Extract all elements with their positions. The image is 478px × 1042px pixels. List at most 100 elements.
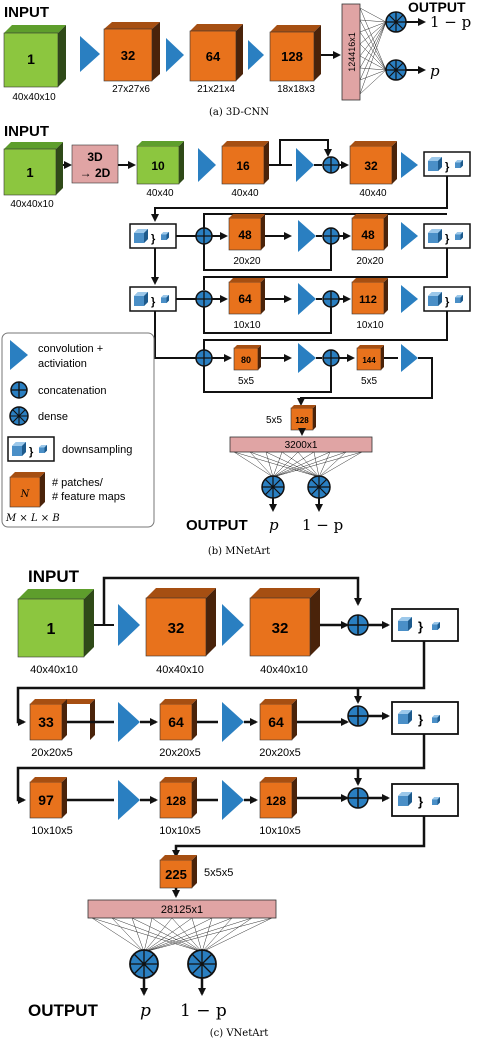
panel-a-block-1-value: 1	[27, 51, 35, 67]
panel-b-legend: convolution + activiation concatenation …	[1, 332, 155, 528]
panel-b-block-64: 64	[228, 278, 265, 315]
panel-b-block-16-value: 16	[236, 159, 250, 173]
legend-conv-label-2: activiation	[38, 358, 87, 370]
panel-a-block-1: 1	[3, 25, 66, 88]
panel-c-block-33-main: 33	[29, 699, 67, 741]
panel-c-block-225-dim: 5x5x5	[204, 867, 233, 879]
panel-c-block-64a-dim: 20x20x5	[159, 747, 201, 759]
panel-b-block-16: 16	[221, 141, 269, 185]
panel-b-3d-to-2d	[71, 144, 119, 184]
panel-b-flatten	[229, 436, 373, 453]
panel-b-block-10: 10	[136, 141, 184, 185]
panel-c-block-1: 1	[17, 589, 94, 658]
panel-b-block-48a-dim: 20x20	[233, 256, 261, 267]
panel-b-block-144-value: 144	[362, 356, 376, 365]
panel-a-block-3-dim: 21x21x4	[197, 84, 235, 95]
panel-b-3d-bottom: → 2D	[80, 166, 111, 180]
panel-b-block-64-dim: 10x10	[233, 320, 261, 331]
svg-text:}: }	[29, 446, 34, 458]
panel-a-caption: (a) 3D-CNN	[209, 107, 269, 118]
panel-c-flatten	[87, 899, 277, 919]
panel-b-flatten-label: 3200x1	[285, 440, 318, 451]
panel-a-block-2: 32	[103, 22, 160, 82]
panel-c-out-right: 1 − p	[180, 1001, 227, 1021]
panel-c-block-128a: 128	[159, 777, 197, 819]
panel-b-block-128-value: 128	[295, 416, 309, 425]
legend-patch-label-2: # feature maps	[52, 491, 126, 503]
legend-dense-icon	[9, 406, 29, 426]
panel-b-fc-lines	[233, 451, 363, 478]
panel-c-out-left: p	[140, 1001, 151, 1021]
panel-b-dense-left	[261, 475, 285, 499]
panel-c-block-64b: 64	[259, 699, 297, 741]
legend-down-label: downsampling	[62, 444, 132, 456]
panel-b-block-80-dim: 5x5	[238, 376, 255, 387]
panel-b-output-label: OUTPUT	[186, 517, 248, 534]
legend-dense-label: dense	[38, 411, 68, 423]
panel-b-input-dim: 40x40x10	[10, 199, 54, 210]
panel-c-block-128a-dim: 10x10x5	[159, 825, 201, 837]
panel-b-concat-6	[195, 349, 213, 367]
panel-b-block-16-dim: 40x40	[231, 188, 259, 199]
panel-a-out-top: 1 − p	[430, 13, 471, 31]
panel-c-input-label: INPUT	[28, 567, 80, 586]
svg-text:}: }	[418, 619, 423, 634]
panel-b-conv-6	[298, 283, 316, 315]
panel-a-block-3: 64	[189, 24, 243, 82]
panel-b-block-48a-value: 48	[238, 228, 252, 242]
panel-c-dense-left	[129, 949, 159, 979]
panel-a-input-label: INPUT	[4, 4, 49, 21]
panel-b-concat-7	[322, 349, 340, 367]
panel-a-flatten-label: 124416x1	[347, 32, 357, 72]
panel-b-block-64-value: 64	[238, 292, 252, 306]
panel-b-conv-8	[298, 343, 316, 373]
panel-c-block-33-value: 33	[38, 714, 54, 730]
panel-b-block-80: 80	[233, 345, 261, 371]
panel-c-block-64a-value: 64	[168, 714, 184, 730]
panel-b-block-32-dim: 40x40	[359, 188, 387, 199]
svg-text:}: }	[151, 233, 156, 245]
panel-a-dense-top	[385, 11, 407, 33]
svg-text:}: }	[151, 296, 156, 308]
panel-c-fc-lines	[91, 917, 273, 953]
panel-a-conv-arrow-3	[248, 40, 264, 70]
panel-a-flatten	[341, 3, 361, 101]
panel-a-block-3-value: 64	[206, 49, 221, 64]
panel-c-block-128b: 128	[259, 777, 297, 819]
panel-c-conv-2	[222, 604, 244, 646]
panel-b-conv-7	[401, 285, 418, 313]
panel-c-block-64b-dim: 20x20x5	[259, 747, 301, 759]
panel-a-dense-bottom	[385, 59, 407, 81]
panel-b-block-112-dim: 10x10	[356, 320, 384, 331]
panel-b-block-128-dim: 5x5	[266, 415, 283, 426]
panel-b-block-10-value: 10	[151, 159, 165, 173]
panel-c-flatten-label: 28125x1	[161, 904, 203, 916]
panel-a-block-4-dim: 18x18x3	[277, 84, 315, 95]
legend-patch-icon: N	[9, 472, 45, 508]
svg-text:}: }	[418, 794, 423, 809]
panel-c-block-64a: 64	[159, 699, 197, 741]
panel-c-block-128b-value: 128	[266, 794, 286, 808]
panel-c-conv-4	[222, 702, 244, 742]
panel-b-concat-5	[322, 290, 340, 308]
panel-c-conv-3	[118, 702, 140, 742]
panel-a-block-4-value: 128	[281, 49, 303, 64]
panel-c-block-32a-value: 32	[168, 620, 185, 637]
legend-patch-n: N	[20, 489, 31, 500]
panel-b-block-48a: 48	[228, 214, 265, 251]
panel-b-block-112: 112	[351, 278, 388, 315]
panel-c-block-128a-value: 128	[166, 794, 186, 808]
panel-a-block-2-value: 32	[121, 48, 135, 63]
panel-b-block-112-value: 112	[359, 294, 377, 306]
panel-b-block-48b-dim: 20x20	[356, 256, 384, 267]
panel-c-block-32b-value: 32	[272, 620, 289, 637]
panel-c-block-32a-dim: 40x40x10	[156, 664, 204, 676]
panel-c-block-97-dim: 10x10x5	[31, 825, 73, 837]
panel-b-input-label: INPUT	[4, 123, 49, 140]
panel-b-input-value: 1	[26, 165, 33, 180]
panel-b-concat-4	[195, 290, 213, 308]
panel-b-out-left: p	[269, 516, 279, 534]
panel-b-conv-1	[198, 148, 216, 182]
panel-b-block-48b: 48	[351, 214, 388, 251]
panel-c-dense-right	[187, 949, 217, 979]
